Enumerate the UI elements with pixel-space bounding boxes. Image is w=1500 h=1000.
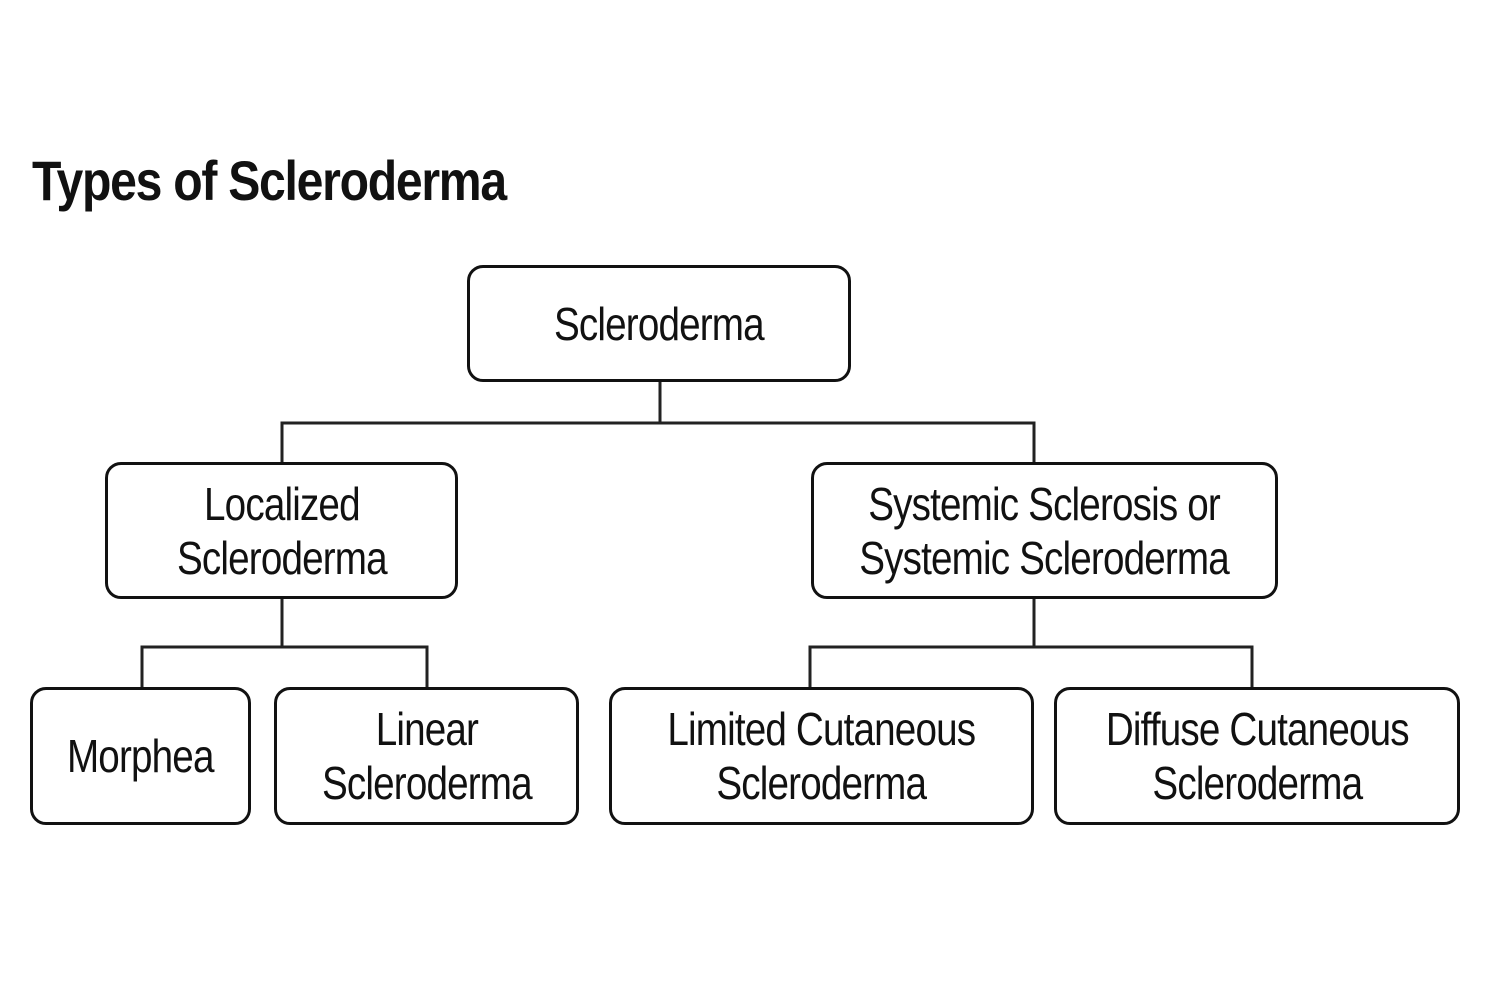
node-morphea: Morphea [30, 687, 251, 825]
node-label: Diffuse Cutaneous Scleroderma [1105, 703, 1410, 809]
node-localized-scleroderma: Localized Scleroderma [105, 462, 458, 599]
node-linear-scleroderma: Linear Scleroderma [274, 687, 579, 825]
node-systemic-sclerosis: Systemic Sclerosis or Systemic Scleroder… [811, 462, 1278, 599]
node-label: Localized Scleroderma [176, 477, 388, 584]
node-label: Linear Scleroderma [321, 703, 533, 809]
node-label: Limited Cutaneous Scleroderma [667, 703, 977, 809]
node-limited-cutaneous: Limited Cutaneous Scleroderma [609, 687, 1034, 825]
node-label: Morphea [67, 730, 214, 782]
node-label: Systemic Sclerosis or Systemic Scleroder… [859, 477, 1231, 584]
node-label: Scleroderma [554, 297, 765, 350]
node-scleroderma: Scleroderma [467, 265, 851, 382]
diagram-title: Types of Scleroderma [32, 149, 507, 212]
node-diffuse-cutaneous: Diffuse Cutaneous Scleroderma [1054, 687, 1460, 825]
